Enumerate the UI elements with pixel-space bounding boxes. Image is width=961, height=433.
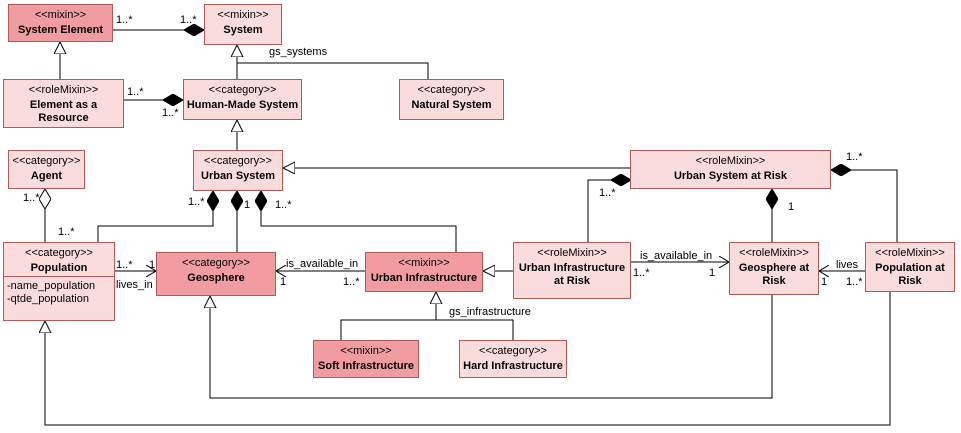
gen-geosphere-at-risk (210, 295, 773, 399)
stereotype: <<roleMixin>> (739, 247, 809, 259)
class-system-element[interactable]: <<mixin>> System Element (8, 4, 113, 42)
label-is-available-in-geosphere: is_available_in (286, 258, 359, 270)
multiplicity: 1 (244, 199, 251, 211)
comp-urban-system-infrastructure (261, 191, 457, 252)
class-natural-system[interactable]: <<category>> Natural System (399, 79, 504, 120)
class-human-made-system[interactable]: <<category>> Human-Made System (183, 79, 302, 120)
class-urban-infrastructure-at-risk[interactable]: <<roleMixin>> Urban Infrastructure at Ri… (513, 242, 631, 299)
attribute-name-population: -name_population (7, 280, 96, 292)
multiplicity: 1..* (275, 199, 292, 211)
comp-usar-par (831, 170, 898, 242)
multiplicity: 1 (280, 276, 287, 288)
stereotype: <<roleMixin>> (695, 155, 766, 167)
gen-natural-system (237, 62, 429, 79)
attribute-compartment: -name_population -qtde_population (4, 276, 114, 320)
stereotype: <<category>> (479, 345, 547, 357)
stereotype: <<mixin>> (340, 345, 392, 357)
stereotype: <<category>> (208, 84, 277, 96)
gen-soft-infrastructure (340, 319, 436, 340)
class-geosphere[interactable]: <<category>> Geosphere (156, 252, 276, 296)
class-name: System Element (18, 24, 103, 36)
multiplicity: 1..* (127, 86, 144, 98)
class-element-as-a-resource[interactable]: <<roleMixin>> Element as a Resource (3, 79, 124, 128)
multiplicity: 1..* (599, 187, 616, 199)
class-urban-system-at-risk[interactable]: <<roleMixin>> Urban System at Risk (630, 150, 831, 189)
comp-urban-system-population (97, 191, 213, 242)
gen-hard-infrastructure (436, 319, 514, 340)
class-hard-infrastructure[interactable]: <<category>> Hard Infrastructure (459, 340, 567, 378)
label-gs-systems: gs_systems (269, 46, 328, 58)
class-name: System (223, 24, 263, 36)
class-population[interactable]: <<category>> Population -name_population… (3, 242, 115, 321)
stereotype: <<category>> (204, 155, 272, 167)
stereotype: <<category>> (25, 247, 93, 259)
label-lives: lives (836, 259, 859, 271)
multiplicity: 1..* (846, 276, 863, 288)
multiplicity: 1..* (188, 196, 205, 208)
class-name: Urban Infrastructure at Risk (518, 262, 626, 287)
class-name: Population (30, 262, 88, 274)
label-is-available-in-geosphere-at-risk: is_available_in (640, 250, 713, 262)
comp-usar-uiar (587, 180, 631, 242)
class-name: Human-Made System (186, 99, 299, 111)
stereotype: <<category>> (182, 257, 250, 269)
multiplicity: 1..* (116, 259, 133, 271)
multiplicity: 1 (821, 276, 828, 288)
multiplicity: 1 (149, 259, 156, 271)
class-name: Hard Infrastructure (463, 360, 563, 372)
class-system[interactable]: <<mixin>> System (204, 4, 282, 45)
multiplicity: 1..* (162, 107, 179, 119)
stereotype: <<mixin>> (398, 257, 450, 269)
multiplicity: 1 (788, 201, 795, 213)
attribute-qtde-population: -qtde_population (7, 293, 89, 305)
class-name: Soft Infrastructure (318, 360, 414, 372)
class-name: Urban Infrastructure (370, 272, 478, 284)
multiplicity: 1..* (23, 192, 40, 204)
stereotype: <<roleMixin>> (875, 247, 945, 259)
class-urban-system[interactable]: <<category>> Urban System (193, 150, 283, 191)
class-population-at-risk[interactable]: <<roleMixin>> Population at Risk (865, 242, 955, 292)
class-name: Agent (30, 170, 63, 182)
stereotype: <<mixin>> (217, 9, 269, 21)
stereotype: <<mixin>> (34, 9, 87, 21)
class-name: Urban System (201, 170, 275, 182)
stereotype: <<roleMixin>> (537, 247, 607, 259)
label-lives-in: lives_in (116, 279, 153, 291)
multiplicity: 1..* (180, 14, 197, 26)
class-name: Natural System (411, 99, 492, 111)
class-name: Urban System at Risk (673, 170, 788, 182)
multiplicity: 1..* (846, 151, 863, 163)
class-urban-infrastructure[interactable]: <<mixin>> Urban Infrastructure (365, 252, 483, 292)
class-name: Geosphere (187, 272, 245, 284)
class-soft-infrastructure[interactable]: <<mixin>> Soft Infrastructure (313, 340, 419, 378)
class-name: Element as a Resource (29, 99, 98, 124)
class-name: Population at Risk (875, 262, 945, 287)
multiplicity: 1 (709, 267, 716, 279)
stereotype: <<category>> (417, 84, 486, 96)
multiplicity: 1..* (116, 14, 133, 26)
class-agent[interactable]: <<category>> Agent (8, 150, 85, 189)
multiplicity: 1..* (58, 226, 75, 238)
stereotype: <<roleMixin>> (28, 84, 99, 96)
class-geosphere-at-risk[interactable]: <<roleMixin>> Geosphere at Risk (729, 242, 819, 295)
multiplicity: 1..* (343, 276, 360, 288)
label-gs-infrastructure: gs_infrastructure (449, 306, 531, 318)
class-name: Geosphere at Risk (738, 262, 810, 287)
stereotype: <<category>> (12, 155, 81, 167)
gen-population-at-risk (45, 292, 891, 426)
multiplicity: 1..* (633, 267, 650, 279)
